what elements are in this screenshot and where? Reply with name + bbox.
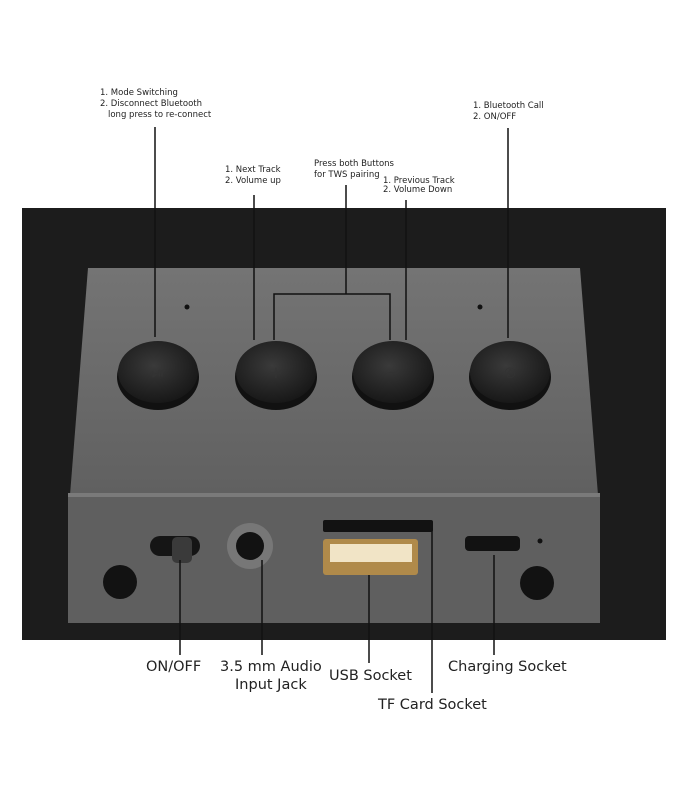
mode-button[interactable]: ⏯ bbox=[117, 341, 199, 410]
micro-usb-port[interactable] bbox=[465, 536, 520, 551]
callout-text: Press both Buttons bbox=[314, 159, 394, 169]
callout-text: Input Jack bbox=[235, 677, 307, 693]
callout-text: 2. Volume Down bbox=[383, 185, 453, 195]
tf-card-slot[interactable] bbox=[323, 520, 433, 532]
callout-text: 2. Disconnect Bluetooth bbox=[100, 99, 202, 109]
callout-text: for TWS pairing bbox=[314, 170, 380, 180]
prev-volume-down-button[interactable]: − bbox=[352, 341, 434, 410]
next-callout: 1. Next Track 2. Volume up bbox=[225, 165, 281, 187]
top-panel bbox=[70, 268, 598, 495]
minus-icon: − bbox=[386, 363, 399, 382]
callout-text: 1. Mode Switching bbox=[100, 88, 178, 98]
led-indicator bbox=[184, 304, 190, 310]
charging-label: Charging Socket bbox=[448, 659, 567, 675]
phone-icon: ✆ bbox=[504, 366, 516, 382]
next-volume-up-button[interactable]: + bbox=[235, 341, 317, 410]
callout-text: 2. ON/OFF bbox=[473, 112, 517, 122]
callout-text: 1. Bluetooth Call bbox=[473, 101, 544, 111]
callout-lines bbox=[154, 127, 509, 693]
aux-jack[interactable] bbox=[236, 532, 264, 560]
call-power-button[interactable]: ✆ bbox=[469, 341, 551, 410]
onoff-label: ON/OFF bbox=[146, 659, 202, 675]
tws-callout: Press both Buttons for TWS pairing bbox=[314, 159, 394, 181]
screw-hole bbox=[103, 565, 137, 599]
callout-text: 1. Previous Track bbox=[383, 176, 455, 186]
screw-hole bbox=[520, 566, 554, 600]
usb-label: USB Socket bbox=[329, 668, 412, 684]
callout-text: long press to re-connect bbox=[108, 110, 212, 120]
callout-text: 1. Next Track bbox=[225, 165, 281, 175]
led-indicator bbox=[477, 304, 483, 310]
power-switch[interactable] bbox=[172, 537, 192, 563]
charge-led bbox=[537, 538, 543, 544]
callout-text: 2. Volume up bbox=[225, 176, 281, 186]
call-callout: 1. Bluetooth Call 2. ON/OFF bbox=[473, 101, 544, 123]
mode-callout: 1. Mode Switching 2. Disconnect Bluetoot… bbox=[100, 88, 211, 121]
tf-label: TF Card Socket bbox=[378, 697, 487, 713]
mode-icon: ⏯ bbox=[152, 363, 165, 382]
aux-label: 3.5 mm Audio Input Jack bbox=[220, 658, 322, 694]
callout-text: 3.5 mm Audio bbox=[220, 659, 322, 675]
prev-callout: 1. Previous Track 2. Volume Down bbox=[383, 177, 455, 195]
plus-icon: + bbox=[269, 363, 282, 382]
